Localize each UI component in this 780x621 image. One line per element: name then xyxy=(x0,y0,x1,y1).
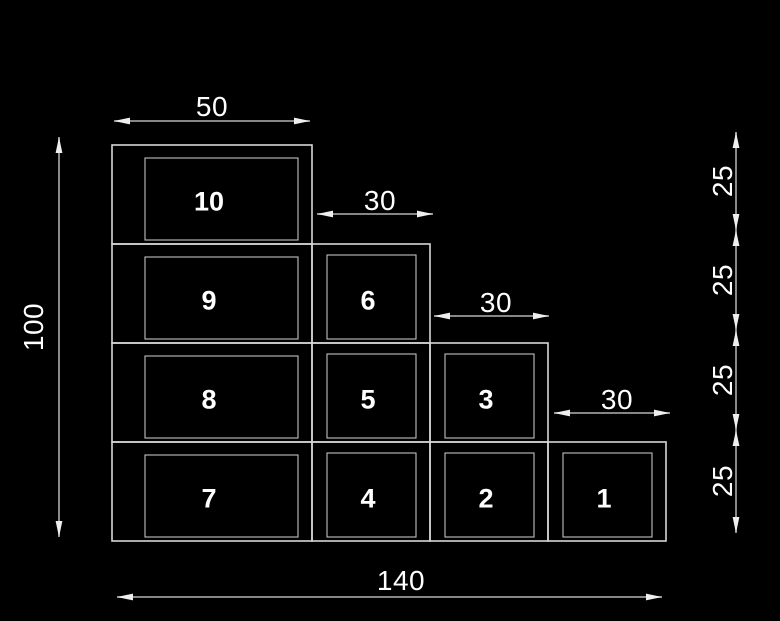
dim-bottom-width-140-value: 140 xyxy=(377,565,425,596)
box-1-inner-rect xyxy=(562,452,653,538)
box-1-number: 1 xyxy=(596,484,611,514)
dim-left-height-100-value: 100 xyxy=(18,303,49,351)
dim-step-width-30-a-arrowhead-left-icon xyxy=(317,210,333,218)
dim-right-height-25-row3-value: 25 xyxy=(707,364,738,396)
dim-top-width-50-arrowhead-left-icon xyxy=(114,117,130,125)
box-1-outer-rect xyxy=(547,441,667,542)
box-4-inner-rect xyxy=(326,452,417,538)
dim-bottom-width-140: 140 xyxy=(117,565,662,601)
dim-step-width-30-a: 30 xyxy=(317,185,433,218)
box-8-inner-rect xyxy=(144,355,299,439)
dim-step-width-30-b-value: 30 xyxy=(480,287,512,318)
dim-right-height-25-row3: 25 xyxy=(707,330,740,430)
dim-left-height-100-arrowhead-top-icon xyxy=(55,137,63,153)
box-5-inner-rect xyxy=(326,353,417,439)
dim-step-width-30-b: 30 xyxy=(434,287,549,320)
dim-right-height-25-row2: 25 xyxy=(707,230,740,330)
box-10-inner-rect xyxy=(144,157,299,241)
dim-right-height-25-row4-arrowhead-bottom-icon xyxy=(732,517,740,533)
box-9-number: 9 xyxy=(201,286,216,316)
dim-right-height-25-row1-arrowhead-top-icon xyxy=(732,132,740,148)
box-6-inner-rect xyxy=(326,254,417,340)
box-5-number: 5 xyxy=(360,385,375,415)
box-4-number: 4 xyxy=(360,484,375,514)
box-3-inner-rect xyxy=(444,353,535,439)
dim-step-width-30-b-arrowhead-right-icon xyxy=(533,312,549,320)
dim-top-width-50-arrowhead-right-icon xyxy=(294,117,310,125)
box-8-number: 8 xyxy=(201,385,216,415)
dim-step-width-30-a-arrowhead-right-icon xyxy=(417,210,433,218)
dim-step-width-30-c-arrowhead-right-icon xyxy=(654,409,670,417)
dim-right-height-25-row1-arrowhead-bottom-icon xyxy=(732,214,740,230)
dim-top-width-50: 50 xyxy=(114,91,310,125)
dim-right-height-25-row2-arrowhead-top-icon xyxy=(732,230,740,246)
dim-right-height-25-row3-arrowhead-top-icon xyxy=(732,330,740,346)
dim-left-height-100-arrowhead-bottom-icon xyxy=(55,521,63,537)
box-7-number: 7 xyxy=(201,484,216,514)
dim-step-width-30-c-arrowhead-left-icon xyxy=(554,409,570,417)
dim-step-width-30-c: 30 xyxy=(554,384,670,417)
dim-left-height-100: 100 xyxy=(18,137,63,537)
box-9-inner-rect xyxy=(144,256,299,340)
dim-bottom-width-140-arrowhead-left-icon xyxy=(117,593,133,601)
dim-step-width-30-a-value: 30 xyxy=(364,185,396,216)
box-7-inner-rect xyxy=(144,454,299,538)
dim-right-height-25-row4-value: 25 xyxy=(707,465,738,497)
box-7: 7 xyxy=(111,441,313,542)
dim-step-width-30-c-value: 30 xyxy=(601,384,633,415)
dim-right-height-25-row3-arrowhead-bottom-icon xyxy=(732,414,740,430)
dim-right-height-25-row2-arrowhead-bottom-icon xyxy=(732,314,740,330)
box-2-number: 2 xyxy=(478,484,493,514)
dim-right-height-25-row1: 25 xyxy=(707,132,740,230)
dim-right-height-25-row4-arrowhead-top-icon xyxy=(732,430,740,446)
box-6-number: 6 xyxy=(360,286,375,316)
dim-right-height-25-row1-value: 25 xyxy=(707,165,738,197)
box-3-number: 3 xyxy=(478,385,493,415)
box-2-inner-rect xyxy=(444,452,535,538)
dim-right-height-25-row2-value: 25 xyxy=(707,264,738,296)
dim-step-width-30-b-arrowhead-left-icon xyxy=(434,312,450,320)
dim-bottom-width-140-arrowhead-right-icon xyxy=(646,593,662,601)
box-1: 1 xyxy=(547,441,667,542)
box-10-number: 10 xyxy=(194,187,224,217)
dim-top-width-50-value: 50 xyxy=(196,91,228,122)
dim-right-height-25-row4: 25 xyxy=(707,430,740,533)
